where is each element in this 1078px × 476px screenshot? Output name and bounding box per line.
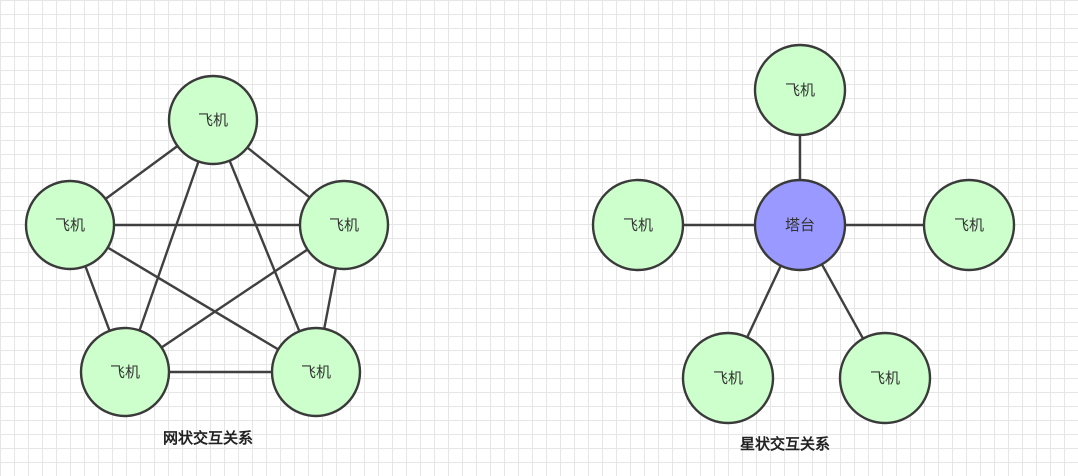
mesh-node-label: 飞机 <box>198 111 228 129</box>
star-node-label: 塔台 <box>785 216 815 234</box>
mesh-node-plane-m4: 飞机 <box>79 326 171 418</box>
mesh-edge-m2-m5 <box>106 246 280 351</box>
mesh-diagram: 飞机飞机飞机飞机飞机 网状交互关系 <box>24 74 390 447</box>
mesh-node-circle <box>167 74 259 166</box>
star-node-circle <box>681 331 775 425</box>
mesh-node-label: 飞机 <box>110 363 140 381</box>
star-node-plane-s1: 飞机 <box>753 43 847 137</box>
mesh-edge-m1-m2 <box>104 144 179 201</box>
mesh-node-plane-m5: 飞机 <box>270 326 362 418</box>
star-caption: 星状交互关系 <box>740 435 830 453</box>
mesh-edge-m1-m4 <box>138 160 200 332</box>
star-node-circle <box>838 331 932 425</box>
mesh-node-circle <box>270 326 362 418</box>
mesh-edge-m1-m3 <box>246 146 311 199</box>
star-node-circle <box>591 178 685 272</box>
star-node-plane-s4: 飞机 <box>681 331 775 425</box>
mesh-node-label: 飞机 <box>301 363 331 381</box>
mesh-edge-m2-m4 <box>84 265 111 332</box>
star-diagram: 塔台飞机飞机飞机飞机飞机 星状交互关系 <box>591 43 1016 453</box>
mesh-node-label: 飞机 <box>329 216 359 234</box>
star-node-circle <box>922 178 1016 272</box>
mesh-node-plane-m1: 飞机 <box>167 74 259 166</box>
star-node-label: 飞机 <box>713 369 743 387</box>
star-node-circle <box>753 43 847 137</box>
star-nodes: 塔台飞机飞机飞机飞机飞机 <box>591 43 1016 425</box>
star-node-label: 飞机 <box>870 369 900 387</box>
mesh-edges <box>84 144 337 374</box>
mesh-edge-m3-m4 <box>160 248 309 349</box>
mesh-node-plane-m3: 飞机 <box>298 179 390 271</box>
star-node-tower-tower: 塔台 <box>753 178 847 272</box>
star-node-plane-s2: 飞机 <box>591 178 685 272</box>
star-node-plane-s3: 飞机 <box>922 178 1016 272</box>
star-edge-tower-s5 <box>820 263 865 340</box>
mesh-node-circle <box>79 326 171 418</box>
star-node-circle <box>753 178 847 272</box>
star-edge-tower-s4 <box>746 264 782 339</box>
mesh-node-label: 飞机 <box>55 216 85 234</box>
mesh-node-plane-m2: 飞机 <box>24 179 116 271</box>
star-node-label: 飞机 <box>954 216 984 234</box>
mesh-caption: 网状交互关系 <box>163 429 253 447</box>
star-node-label: 飞机 <box>623 216 653 234</box>
star-node-plane-s5: 飞机 <box>838 331 932 425</box>
mesh-node-circle <box>298 179 390 271</box>
mesh-edge-m1-m5 <box>228 159 301 333</box>
star-node-label: 飞机 <box>785 81 815 99</box>
star-edges <box>681 133 926 340</box>
mesh-edge-m3-m5 <box>323 267 337 330</box>
mesh-nodes: 飞机飞机飞机飞机飞机 <box>24 74 390 418</box>
mesh-node-circle <box>24 179 116 271</box>
